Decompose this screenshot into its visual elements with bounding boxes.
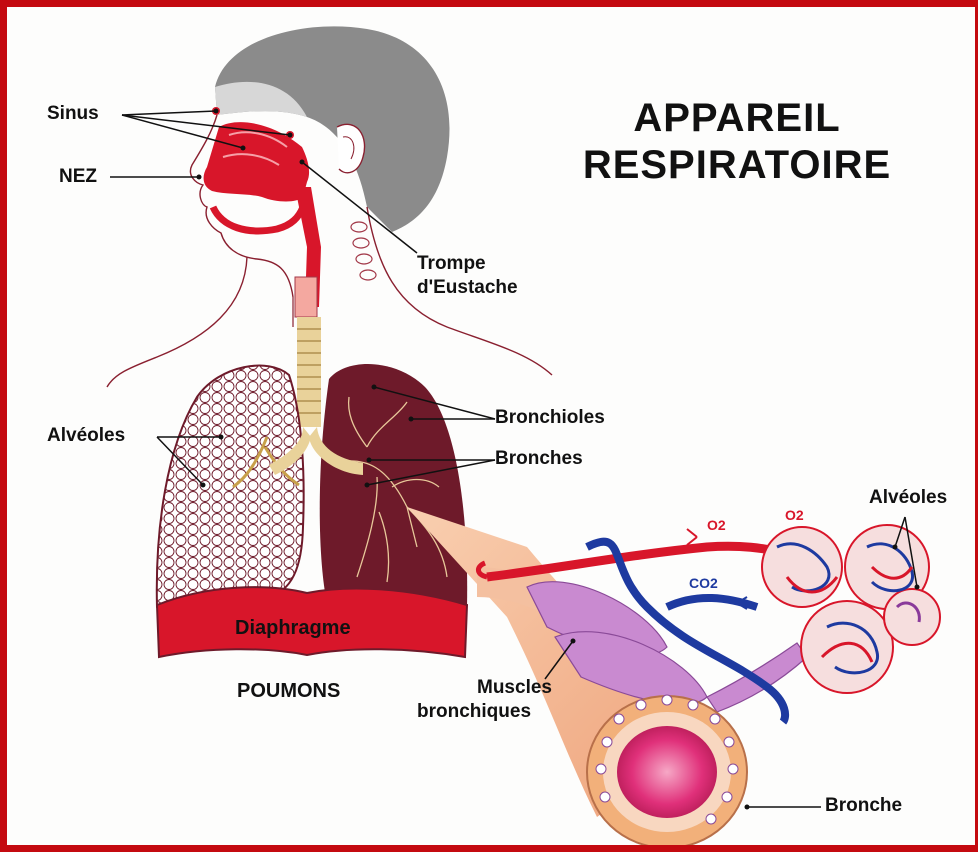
label-diaphragme: Diaphragme — [235, 617, 351, 640]
title-line-1: APPAREIL — [527, 95, 947, 142]
lung-left — [157, 366, 304, 612]
label-muscles-line-2: bronchiques — [417, 701, 531, 723]
label-bronchioles: Bronchioles — [495, 407, 605, 429]
label-o2-a: O2 — [707, 517, 726, 533]
label-sinus: Sinus — [47, 103, 99, 125]
title-line-2: RESPIRATOIRE — [527, 142, 947, 189]
label-bronche: Bronche — [825, 795, 902, 817]
label-muscles-line-1: Muscles — [477, 677, 552, 699]
label-co2: CO2 — [689, 575, 718, 591]
trachea — [297, 317, 321, 427]
lung-right — [320, 364, 467, 613]
label-poumons: POUMONS — [237, 680, 340, 703]
diagram-title: APPAREIL RESPIRATOIRE — [527, 95, 947, 189]
label-alveoles-right: Alvéoles — [869, 487, 947, 509]
label-nez: NEZ — [59, 166, 97, 188]
label-bronches: Bronches — [495, 448, 583, 470]
label-o2-b: O2 — [785, 507, 804, 523]
label-trompe-line-1: Trompe — [417, 253, 486, 275]
label-alveoles-left: Alvéoles — [47, 425, 125, 447]
label-trompe-line-2: d'Eustache — [417, 277, 518, 299]
upper-airway — [204, 107, 321, 317]
head — [107, 26, 552, 387]
